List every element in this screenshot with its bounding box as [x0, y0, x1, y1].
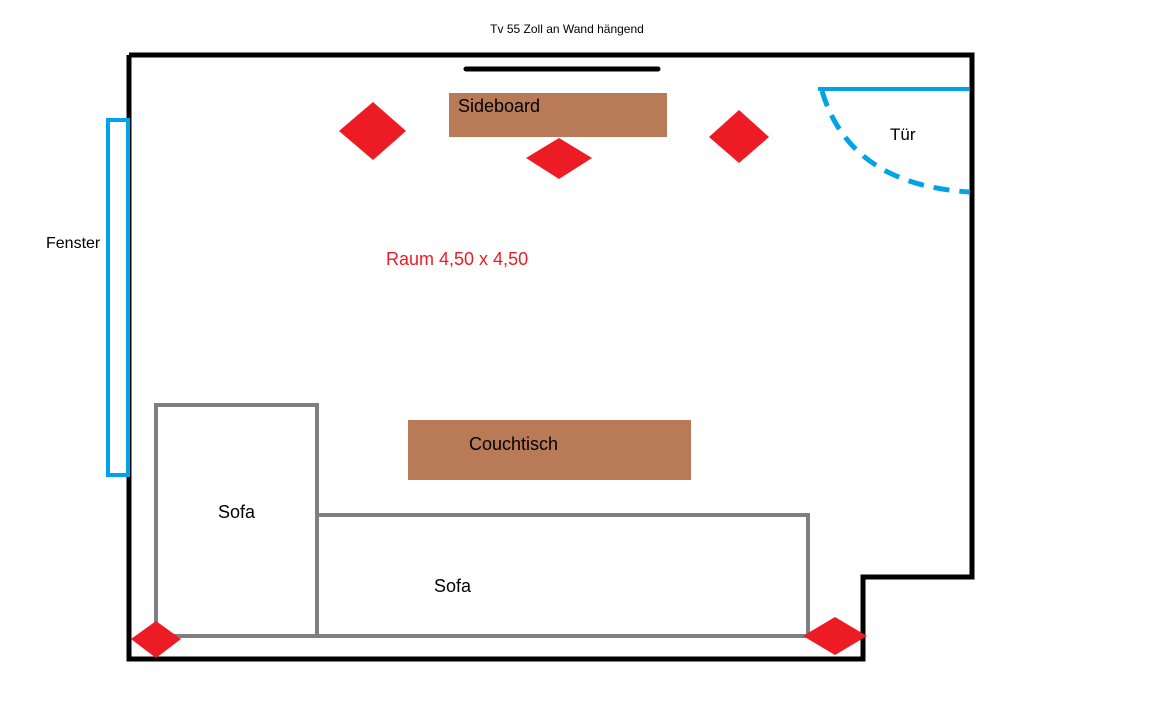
sideboard-label: Sideboard	[458, 96, 540, 116]
speaker-front-right-icon	[709, 110, 769, 163]
room-walls	[126, 52, 975, 662]
sofa-bottom-label: Sofa	[434, 576, 472, 596]
room-size-label: Raum 4,50 x 4,50	[386, 249, 528, 269]
speaker-center-icon	[526, 138, 592, 179]
window-label: Fenster	[46, 235, 101, 252]
speaker-front-left-icon	[339, 102, 406, 160]
coffee-table-label: Couchtisch	[469, 434, 558, 454]
speaker-rear-right-icon	[803, 617, 867, 655]
window	[106, 118, 130, 477]
sideboard	[449, 93, 667, 137]
door-swing-arc	[819, 90, 971, 195]
sofa-bottom	[317, 513, 810, 638]
sofa-left-label: Sofa	[218, 502, 256, 522]
coffee-table	[408, 420, 691, 480]
tv-title-label: Tv 55 Zoll an Wand hängend	[490, 22, 644, 36]
sofa-left	[154, 403, 319, 638]
door-label: Tür	[890, 125, 916, 144]
speaker-rear-left-icon	[131, 621, 181, 658]
